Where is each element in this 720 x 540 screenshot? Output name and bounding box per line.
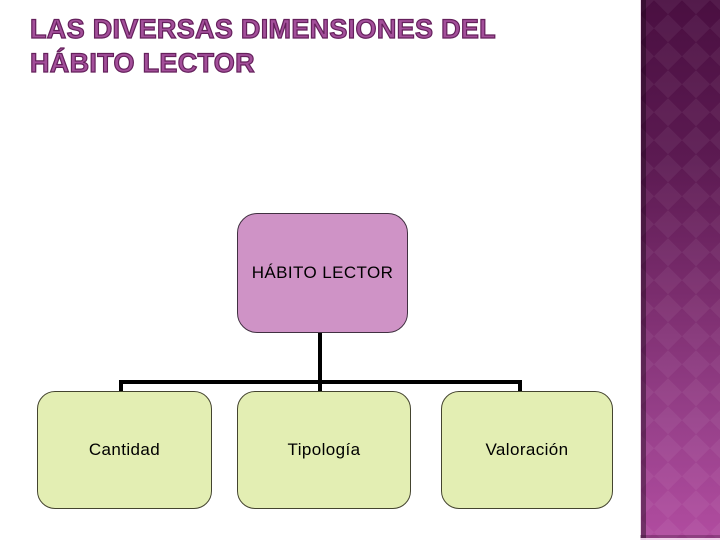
slide-title-line-2: HÁBITO LECTOR <box>29 47 255 78</box>
slide-title-line-1: LAS DIVERSAS DIMENSIONES DEL <box>29 13 496 44</box>
connector-stub-left <box>119 380 123 392</box>
connector-stub-right <box>518 380 522 392</box>
decorative-side-panel <box>640 0 720 540</box>
org-chart-node-tipologia: Tipología <box>237 391 411 509</box>
side-panel-left-highlight <box>640 0 641 540</box>
side-panel-bottom-highlight <box>640 538 720 540</box>
org-chart-node-habito-lector: HÁBITO LECTOR <box>237 213 408 333</box>
org-chart-node-cantidad: Cantidad <box>37 391 212 509</box>
connector-root-vertical <box>318 331 322 392</box>
org-chart-node-valoracion: Valoración <box>441 391 613 509</box>
side-panel-left-shadow <box>641 0 646 540</box>
connector-horizontal <box>119 380 522 384</box>
slide-title: LAS DIVERSAS DIMENSIONES DEL HÁBITO LECT… <box>29 12 610 80</box>
side-panel-bottom-shadow <box>640 535 720 538</box>
